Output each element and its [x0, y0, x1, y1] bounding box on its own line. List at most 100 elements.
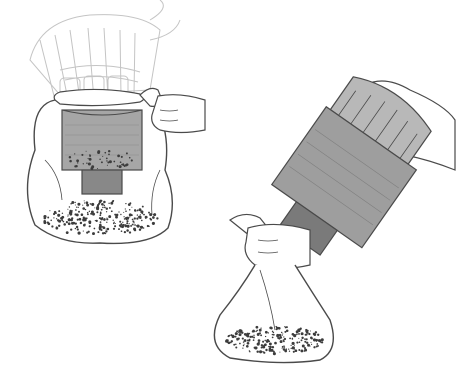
debris-speck	[301, 332, 304, 335]
debris-speck	[311, 337, 313, 339]
debris-speck	[242, 338, 244, 340]
debris-speck	[275, 326, 277, 328]
debris-speck	[125, 208, 126, 209]
debris-speck	[57, 219, 59, 221]
debris-speck	[259, 329, 262, 332]
debris-speck	[281, 332, 282, 333]
debris-speck	[253, 335, 254, 336]
debris-speck	[260, 327, 261, 328]
debris-speck	[131, 159, 133, 161]
debris-speck	[137, 225, 140, 228]
debris-speck	[75, 202, 76, 203]
debris-speck	[230, 342, 232, 344]
debris-speck	[126, 222, 128, 224]
debris-speck	[84, 202, 85, 203]
debris-speck	[113, 200, 114, 201]
debris-speck	[146, 216, 147, 217]
debris-speck	[101, 203, 104, 206]
debris-speck	[84, 224, 86, 226]
debris-speck	[49, 210, 50, 211]
debris-speck	[132, 224, 134, 226]
debris-speck	[50, 220, 52, 222]
debris-speck	[106, 229, 107, 230]
debris-speck	[138, 216, 141, 219]
debris-speck	[117, 165, 119, 167]
debris-speck	[56, 226, 58, 228]
debris-speck	[107, 228, 110, 231]
debris-speck	[265, 349, 267, 351]
debris-speck	[77, 219, 79, 221]
debris-speck	[123, 212, 124, 213]
debris-speck	[108, 154, 110, 156]
debris-speck	[283, 339, 285, 341]
debris-speck	[270, 349, 273, 352]
debris-speck	[119, 224, 121, 226]
debris-speck	[239, 343, 241, 345]
debris-speck	[77, 203, 80, 206]
debris-speck	[305, 334, 307, 336]
debris-speck	[307, 330, 309, 332]
debris-speck	[284, 345, 285, 346]
debris-speck	[99, 158, 101, 160]
debris-speck	[129, 213, 132, 216]
debris-speck	[233, 344, 235, 346]
debris-speck	[149, 213, 152, 216]
debris-speck	[67, 216, 68, 217]
debris-speck	[254, 347, 257, 350]
debris-speck	[143, 227, 145, 229]
debris-speck	[96, 220, 98, 222]
debris-speck	[102, 156, 103, 157]
debris-speck	[234, 336, 236, 338]
debris-speck	[103, 201, 106, 204]
debris-speck	[129, 209, 131, 211]
debris-speck	[123, 216, 124, 217]
debris-speck	[232, 335, 235, 338]
debris-speck	[67, 209, 68, 210]
debris-speck	[101, 209, 103, 211]
debris-speck	[84, 200, 85, 201]
debris-speck	[153, 214, 155, 216]
ghost-cyclone-assembly	[30, 0, 180, 103]
debris-speck	[102, 217, 104, 219]
debris-speck	[300, 327, 302, 329]
debris-speck	[71, 222, 74, 225]
debris-speck	[89, 211, 90, 212]
debris-speck	[76, 213, 79, 216]
debris-speck	[43, 215, 46, 218]
debris-speck	[84, 218, 85, 219]
debris-speck	[76, 159, 79, 162]
bin-inside-bag-illustration	[0, 0, 230, 250]
debris-speck	[114, 225, 116, 227]
debris-speck	[108, 215, 111, 218]
debris-speck	[134, 224, 135, 225]
debris-speck	[257, 343, 260, 346]
debris-speck	[97, 168, 98, 169]
debris-speck	[249, 351, 250, 352]
debris-speck	[78, 232, 81, 235]
debris-speck	[123, 224, 125, 226]
debris-speck	[238, 333, 241, 336]
debris-speck	[316, 343, 318, 345]
debris-speck	[236, 338, 238, 340]
debris-speck	[71, 201, 74, 204]
debris-speck	[43, 220, 46, 223]
debris-speck	[76, 226, 78, 228]
debris-speck	[75, 222, 77, 224]
debris-speck	[129, 217, 130, 218]
debris-speck	[88, 158, 89, 159]
debris-speck	[306, 342, 308, 344]
debris-speck	[121, 156, 123, 158]
debris-speck	[76, 206, 77, 207]
debris-speck	[279, 336, 282, 339]
debris-speck	[294, 345, 295, 346]
debris-speck	[109, 160, 112, 163]
debris-speck	[286, 348, 288, 350]
debris-speck	[62, 213, 63, 214]
debris-speck	[100, 221, 102, 223]
debris-speck	[117, 155, 120, 158]
debris-speck	[272, 334, 273, 335]
debris-speck	[148, 226, 150, 228]
debris-speck	[282, 346, 284, 348]
debris-speck	[137, 214, 138, 215]
debris-speck	[270, 327, 272, 329]
